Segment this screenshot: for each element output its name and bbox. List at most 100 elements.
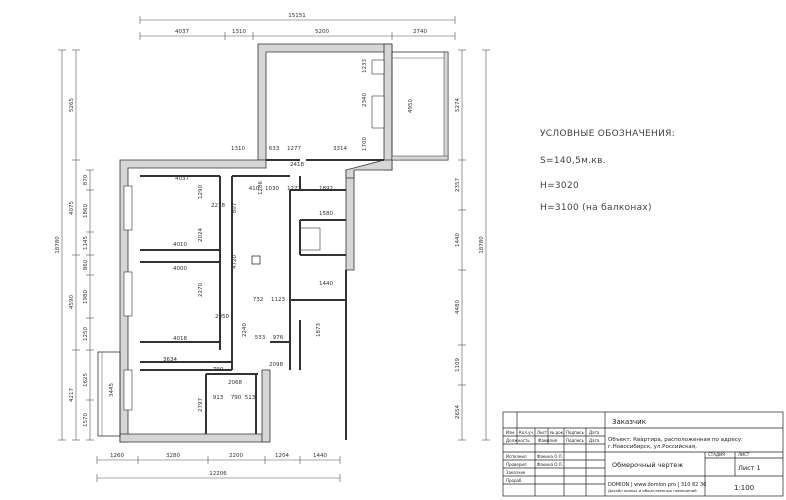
dim-inner: 410: [249, 186, 260, 192]
dim-inner: 2340: [362, 93, 368, 107]
dim-left-1: 5265: [69, 98, 75, 112]
stamp-col-date: Дата: [589, 430, 600, 435]
stamp-company-sub: Дизайн жилых и общественных помещений: [608, 488, 697, 493]
dim-inner: 2050: [215, 314, 229, 320]
dim-right-6: 2654: [455, 405, 461, 419]
title-block-text: Изм. Кол.уч. Лист № док. Подпись Дата До…: [506, 430, 750, 483]
dim-inner: 1440: [319, 281, 333, 287]
dim-inner: 1233: [362, 59, 368, 73]
stamp-sheet-value: Лист 1: [738, 464, 761, 472]
dim-bottom-2: 3280: [166, 453, 180, 459]
stamp-drawing-title: Обмерочный чертеж: [612, 461, 683, 469]
stamp-stage-label: СТАДИЯ: [708, 452, 725, 457]
stamp-col-sign: Подпись: [566, 430, 585, 435]
dimension-lines: [58, 16, 490, 482]
stamp-name-1: Фокина О.Л.: [537, 454, 563, 459]
stamp-address: г.Новосибирск, ул.Российская,: [608, 443, 697, 450]
dim-inner: 2270: [198, 283, 204, 297]
stamp-role-4: Прораб: [506, 478, 522, 483]
dim-inner: 4018: [173, 336, 187, 342]
dim-left-s9: 3445: [109, 383, 115, 397]
legend-balcony-height: H=3100 (на балконах): [540, 203, 652, 213]
title-block-main: Заказчик Объект: Квартира, расположенная…: [608, 418, 761, 493]
dim-right-total: 18780: [479, 236, 485, 254]
dim-left-3: 4590: [69, 295, 75, 309]
stamp-sheet-label: ЛИСТ: [738, 452, 750, 457]
dim-inner: 913: [213, 395, 224, 401]
dim-inner: 732: [253, 297, 264, 303]
legend-title: УСЛОВНЫЕ ОБОЗНАЧЕНИЯ:: [540, 129, 676, 139]
dim-top-1: 4037: [175, 29, 189, 35]
dim-top-4: 2740: [413, 29, 427, 35]
dim-inner: 4000: [173, 266, 187, 272]
dim-top-3: 5200: [315, 29, 329, 35]
dim-inner: 1700: [362, 137, 368, 151]
stamp-role-3: Заказчик: [506, 470, 526, 475]
stamp-role-1: Исполнил: [506, 454, 527, 459]
dim-right-4: 4480: [455, 300, 461, 314]
stamp-date-header: Дата: [589, 438, 600, 443]
stamp-col-list: Лист: [537, 430, 548, 435]
dim-left-s4: 860: [83, 259, 89, 270]
dim-inner: 1030: [265, 186, 279, 192]
dim-inner: 976: [273, 335, 284, 341]
walls: [97, 43, 449, 443]
stamp-col-doc: № док.: [550, 430, 564, 435]
dim-inner: 4720: [232, 255, 238, 269]
dim-top-total: 15151: [288, 13, 306, 19]
dim-bottom-5: 1440: [313, 453, 327, 459]
legend-height: H=3020: [540, 181, 580, 191]
dim-inner: 2024: [198, 228, 204, 242]
stamp-name-2: Фокина О.Л.: [537, 462, 563, 467]
stamp-col-izm: Изм.: [506, 430, 515, 435]
dim-bottom-3: 2200: [229, 453, 243, 459]
dimension-labels: 15151 4037 1310 5200 2740 1260 3280 2200…: [55, 13, 485, 477]
stamp-name-header: Фамилия: [538, 438, 558, 443]
dim-inner: 790: [213, 367, 224, 373]
legend-area: S=140,5м.кв.: [540, 156, 606, 166]
dim-inner: 1286: [258, 181, 264, 195]
dim-left-total: 18780: [55, 236, 61, 254]
dim-inner: 2797: [198, 398, 204, 412]
dim-left-s8: 1570: [83, 413, 89, 427]
dim-inner: 4037: [175, 176, 189, 182]
dim-inner: 1290: [198, 185, 204, 199]
dim-inner: 513: [245, 395, 256, 401]
dim-inner: 2240: [242, 323, 248, 337]
dim-inner: 790: [231, 395, 242, 401]
dim-inner: 4010: [173, 242, 187, 248]
stamp-role-header: Должность: [506, 438, 530, 443]
dim-inner: 1580: [319, 211, 333, 217]
dim-right-1: 5274: [455, 98, 461, 112]
dim-left-s6: 1250: [83, 327, 89, 341]
dim-inner: 1123: [271, 297, 285, 303]
dim-inner: 2418: [290, 162, 304, 168]
stamp-col-kol: Кол.уч.: [519, 430, 534, 435]
dim-inner: 1873: [316, 323, 322, 337]
dim-inner: 3634: [163, 357, 177, 363]
dim-right-2: 2357: [455, 178, 461, 192]
dim-inner: 2218: [211, 203, 225, 209]
dim-left-2: 4075: [69, 201, 75, 215]
dim-inner: 3314: [333, 146, 347, 152]
stamp-sign-header: Подпись: [566, 438, 585, 443]
dim-left-s5: 1980: [83, 290, 89, 304]
stamp-scale: 1:100: [734, 484, 754, 492]
dim-right-5: 1109: [455, 358, 461, 372]
dim-inner: 4950: [408, 99, 414, 113]
dim-inner: 633: [269, 146, 280, 152]
stamp-customer: Заказчик: [612, 418, 646, 426]
stamp-role-2: Проверил: [506, 462, 527, 467]
dim-inner: 533: [255, 335, 266, 341]
dim-left-s2: 1860: [83, 204, 89, 218]
dim-top-2: 1310: [232, 29, 246, 35]
dim-inner: 1892: [319, 186, 333, 192]
dim-inner: 1310: [231, 146, 245, 152]
dim-bottom-4: 1204: [275, 453, 289, 459]
dim-bottom-total: 12206: [209, 471, 227, 477]
stamp-company: DOMION | www.domion.pro | 310 82 36: [608, 482, 706, 488]
dim-inner: 807: [232, 202, 238, 213]
dim-left-s1: 870: [83, 174, 89, 185]
dim-left-s3: 1145: [83, 236, 89, 250]
